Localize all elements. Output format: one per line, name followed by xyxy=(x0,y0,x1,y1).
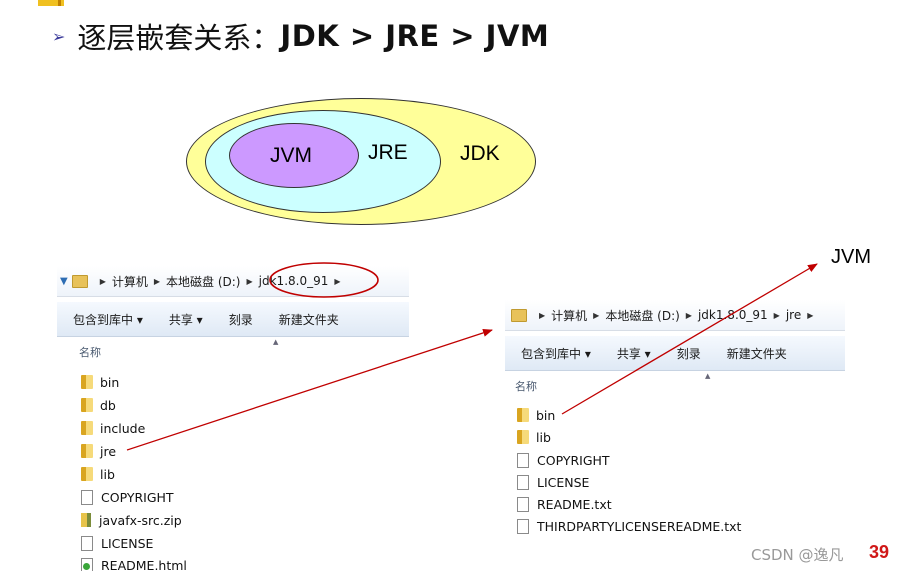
folder-icon xyxy=(517,408,529,422)
breadcrumb-jdk[interactable]: jdk1.8.0_91 xyxy=(697,308,768,322)
arrow-jre-to-folder xyxy=(126,329,493,451)
list-item[interactable]: LICENSE xyxy=(517,471,589,493)
sort-caret-icon: ▲ xyxy=(705,372,711,380)
list-item-jre[interactable]: jre xyxy=(81,440,116,462)
list-item[interactable]: javafx-src.zip xyxy=(81,509,182,531)
slide-corner-mark xyxy=(38,0,64,6)
chevron-right-icon: ▶ xyxy=(153,276,161,286)
new-folder-button[interactable]: 新建文件夹 xyxy=(278,312,339,327)
breadcrumb-jdk[interactable]: jdk1.8.0_91 xyxy=(258,274,329,288)
new-folder-button[interactable]: 新建文件夹 xyxy=(726,346,787,361)
heading-hierarchy: JDK > JRE > JVM xyxy=(280,19,550,53)
chevron-right-icon: ▶ xyxy=(593,310,600,320)
column-header-name[interactable]: 名称 xyxy=(79,346,101,359)
zip-icon xyxy=(81,513,91,527)
folder-icon xyxy=(81,467,93,481)
file-icon xyxy=(517,452,529,468)
back-arrow-icon[interactable]: ▼ xyxy=(60,275,68,287)
folder-icon xyxy=(71,274,88,288)
burn-button[interactable]: 刻录 xyxy=(676,346,701,361)
arrow-bin-to-jvm xyxy=(561,263,818,415)
chevron-right-icon: ▶ xyxy=(334,276,341,286)
chevron-right-icon: ▶ xyxy=(539,310,546,320)
slide-heading: ➢ 逐层嵌套关系： JDK > JRE > JVM xyxy=(52,16,549,56)
bullet-icon: ➢ xyxy=(52,26,66,46)
breadcrumb-computer[interactable]: 计算机 xyxy=(551,308,588,323)
breadcrumb-computer[interactable]: 计算机 xyxy=(111,274,148,289)
command-toolbar: 包含到库中 ▾ 共享 ▾ 刻录 新建文件夹 xyxy=(505,336,845,371)
list-item[interactable]: LICENSE xyxy=(81,532,153,554)
jre-label: JRE xyxy=(368,141,408,164)
folder-icon xyxy=(517,430,529,444)
watermark: CSDN @逸凡 xyxy=(751,546,844,564)
share-button[interactable]: 共享 ▾ xyxy=(616,346,651,361)
file-icon xyxy=(517,518,529,534)
chevron-right-icon: ▶ xyxy=(246,276,253,286)
explorer-window-jdk: ▼ ▶ 计算机 ▶ 本地磁盘 (D:) ▶ jdk1.8.0_91 ▶ 包含到库… xyxy=(57,262,409,571)
list-item[interactable]: include xyxy=(81,417,145,439)
address-bar[interactable]: ▶ 计算机 ▶ 本地磁盘 (D:) ▶ jdk1.8.0_91 ▶ jre ▶ xyxy=(505,300,845,331)
list-item[interactable]: lib xyxy=(517,426,551,448)
list-item[interactable]: COPYRIGHT xyxy=(517,449,610,471)
chevron-right-icon: ▶ xyxy=(807,310,814,320)
list-item[interactable]: README.txt xyxy=(517,493,612,515)
include-in-library-button[interactable]: 包含到库中 ▾ xyxy=(73,312,143,327)
burn-button[interactable]: 刻录 xyxy=(228,312,253,327)
folder-icon xyxy=(81,398,93,412)
address-bar[interactable]: ▼ ▶ 计算机 ▶ 本地磁盘 (D:) ▶ jdk1.8.0_91 ▶ xyxy=(57,266,409,297)
breadcrumb-drive[interactable]: 本地磁盘 (D:) xyxy=(166,274,241,289)
list-item[interactable]: lib xyxy=(81,463,115,485)
explorer-window-jre: ▶ 计算机 ▶ 本地磁盘 (D:) ▶ jdk1.8.0_91 ▶ jre ▶ … xyxy=(505,296,845,540)
file-icon xyxy=(517,474,529,490)
folder-icon xyxy=(81,444,93,458)
list-item[interactable]: db xyxy=(81,394,116,416)
sort-caret-icon: ▲ xyxy=(273,338,279,346)
jdk-label: JDK xyxy=(460,142,500,165)
include-in-library-button[interactable]: 包含到库中 ▾ xyxy=(521,346,591,361)
breadcrumb-jre[interactable]: jre xyxy=(785,308,802,322)
jvm-ellipse xyxy=(229,123,359,188)
chevron-right-icon: ▶ xyxy=(99,276,106,286)
file-icon xyxy=(81,535,93,551)
column-header-name[interactable]: 名称 xyxy=(515,380,537,393)
list-item-bin[interactable]: bin xyxy=(517,404,555,426)
command-toolbar: 包含到库中 ▾ 共享 ▾ 刻录 新建文件夹 xyxy=(57,302,409,337)
folder-icon xyxy=(81,375,93,389)
breadcrumb-drive[interactable]: 本地磁盘 (D:) xyxy=(605,308,680,323)
file-icon xyxy=(517,496,529,512)
folder-icon xyxy=(81,421,93,435)
share-button[interactable]: 共享 ▾ xyxy=(168,312,203,327)
heading-text: 逐层嵌套关系： xyxy=(77,21,281,55)
list-item[interactable]: README.html xyxy=(81,554,187,571)
jvm-label: JVM xyxy=(270,144,312,167)
list-item[interactable]: THIRDPARTYLICENSEREADME.txt xyxy=(517,515,741,537)
folder-icon xyxy=(511,308,527,322)
chevron-right-icon: ▶ xyxy=(773,310,780,320)
jvm-callout-label: JVM xyxy=(831,246,871,268)
chevron-right-icon: ▶ xyxy=(685,310,692,320)
file-icon xyxy=(81,489,93,505)
page-number: 39 xyxy=(869,542,890,562)
highlight-circle xyxy=(269,262,379,298)
html-icon xyxy=(81,557,93,571)
list-item[interactable]: bin xyxy=(81,371,119,393)
list-item[interactable]: COPYRIGHT xyxy=(81,486,174,508)
